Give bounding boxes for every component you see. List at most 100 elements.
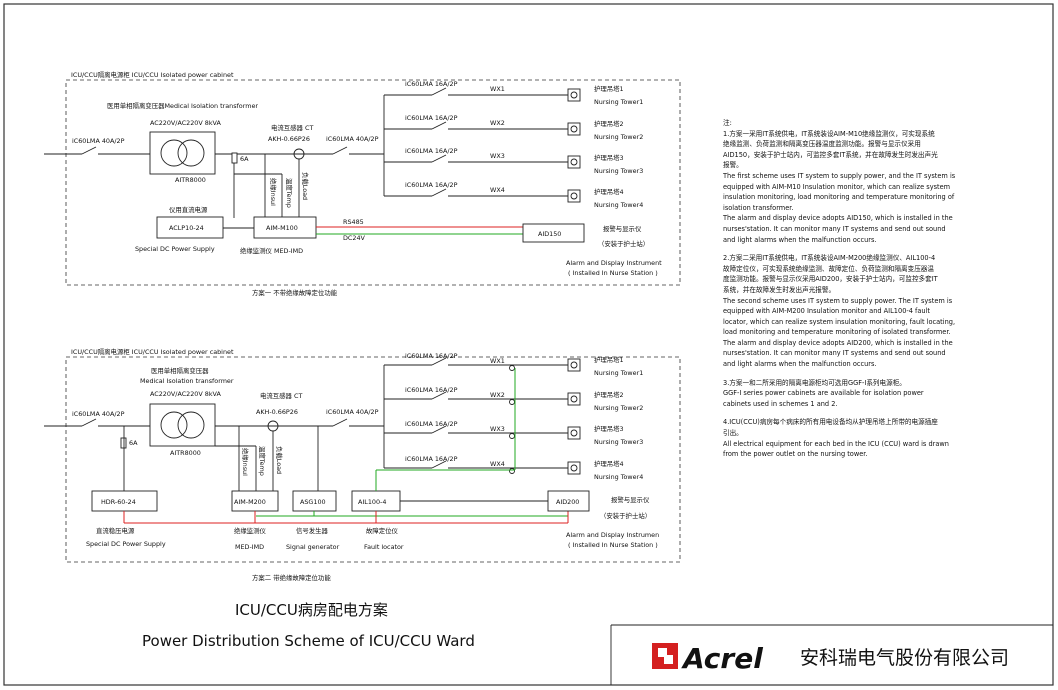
scheme2-fuse <box>120 437 127 449</box>
note-line: 绝缘监测、负荷监测和隔离变压器温度监测功能。报警与显示仪采用 <box>723 140 921 149</box>
note-line: The second scheme uses IT system to supp… <box>723 296 953 305</box>
scheme2-locator-en: Fault locator <box>364 543 404 551</box>
scheme1-feeder: iC60LMA 16A/2P WX2 护理吊塔2 Nursing Tower2 <box>384 114 643 141</box>
svg-text:iC60LMA 16A/2P: iC60LMA 16A/2P <box>405 455 458 463</box>
scheme2-transformer-coil-a <box>160 411 188 439</box>
note-line: 故障定位仪，可实现系统绝缘监测、故障定位、负荷监测和隔离变压器温 <box>723 264 934 273</box>
svg-text:Nursing Tower3: Nursing Tower3 <box>594 167 643 175</box>
note-line: isolation transformer. <box>723 203 794 212</box>
scheme1-ct-model: AKH-0.66P26 <box>268 135 310 143</box>
scheme2-main-breaker-label: iC60LMA 40A/2P <box>72 410 125 418</box>
scheme1-ct-label: 电流互感器 CT <box>271 123 313 132</box>
svg-text:WX1: WX1 <box>490 357 505 365</box>
note-line: insulation monitoring, load monitoring a… <box>723 193 955 202</box>
scheme2-transformer-model: AITR8000 <box>170 449 201 457</box>
scheme1-psu-box <box>156 216 224 239</box>
scheme1-feeder: iC60LMA 16A/2P WX4 护理吊塔4 Nursing Tower4 <box>384 181 643 209</box>
scheme2-psu-title: 直流稳压电源 <box>96 526 135 535</box>
svg-text:iC60LMA 16A/2P: iC60LMA 16A/2P <box>405 80 458 88</box>
scheme2-signal-cn: 信号发生器 <box>296 526 329 535</box>
scheme1-transformer-model: AITR8000 <box>175 176 206 184</box>
svg-text:护理吊塔1: 护理吊塔1 <box>594 355 624 364</box>
svg-text:Nursing Tower4: Nursing Tower4 <box>594 473 643 481</box>
scheme2-transformer-rating: AC220V/AC220V 8kVA <box>150 390 221 398</box>
page-title-cn: ICU/CCU病房配电方案 <box>235 601 388 619</box>
scheme2-alarm-en: Alarm and Display Instrumen <box>566 531 659 539</box>
notes-panel: 注: 1.方案一采用IT系统供电，IT系统装设AIM-M10绝缘监测仪，可实现系… <box>723 118 1023 468</box>
svg-text:WX1: WX1 <box>490 85 505 93</box>
scheme2-psu-model: HDR-60-24 <box>101 498 136 506</box>
drawing-frame <box>3 3 1054 686</box>
scheme1-fuse-label: 6A <box>240 155 249 163</box>
scheme2-transformer-note-en: Medical Isolation transformer <box>140 377 234 385</box>
brand-name: Acrel <box>681 642 763 675</box>
note-line: and light alarms when the malfunction oc… <box>723 235 877 244</box>
scheme1-cabinet-outline <box>65 79 681 286</box>
scheme2-feeder: iC60LMA 16A/2P WX3 护理吊塔3 Nursing Tower3 <box>384 420 643 446</box>
note-line: cabinets used in schemes 1 and 2. <box>723 399 838 408</box>
scheme2-locator-model: AIL100-4 <box>358 498 386 506</box>
note-line: locator, which can realize system insula… <box>723 317 956 326</box>
scheme2-caption: 方案二 带绝缘故障定位功能 <box>252 573 331 582</box>
note-line: load monitoring and temperature monitori… <box>723 328 951 337</box>
note-line: 系统，并在故障发生时发出声光报警。 <box>723 285 836 294</box>
scheme2-alarm-cn: 报警与显示仪 <box>611 495 650 504</box>
scheme2-cabinet-label: ICU/CCU隔离电源柜 ICU/CCU Isolated power cabi… <box>71 347 234 356</box>
scheme-1: ICU/CCU隔离电源柜 ICU/CCU Isolated power cabi… <box>44 70 681 297</box>
svg-text:iC60LMA 16A/2P: iC60LMA 16A/2P <box>405 420 458 428</box>
scheme2-feeder: iC60LMA 16A/2P WX4 护理吊塔4 Nursing Tower4 <box>384 455 643 481</box>
scheme1-alarm-cn: 报警与显示仪 <box>603 224 642 233</box>
scheme2-feeder: iC60LMA 16A/2P WX2 护理吊塔2 Nursing Tower2 <box>384 386 643 412</box>
scheme2-monitor-cn: 绝缘监测仪 <box>234 526 267 535</box>
svg-text:护理吊塔4: 护理吊塔4 <box>594 459 624 468</box>
svg-text:Nursing Tower2: Nursing Tower2 <box>594 133 643 141</box>
scheme2-alarm-model: AID200 <box>556 498 579 506</box>
scheme2-ct-model: AKH-0.66P26 <box>256 408 298 416</box>
note-line: equipped with AIM-M200 Insulation monito… <box>723 307 931 316</box>
svg-text:Nursing Tower3: Nursing Tower3 <box>594 438 643 446</box>
scheme2-monitor-en: MED-IMD <box>235 543 264 551</box>
scheme1-alarm-cn2: （安装于护士站） <box>598 239 649 248</box>
svg-text:WX3: WX3 <box>490 425 505 433</box>
svg-text:护理吊塔2: 护理吊塔2 <box>594 390 624 399</box>
scheme2-out-breaker-label: iC60LMA 40A/2P <box>326 408 379 416</box>
scheme2-feeder: iC60LMA 16A/2P WX1 护理吊塔1 Nursing Tower1 <box>384 352 643 377</box>
acrel-logo-icon <box>652 643 678 669</box>
svg-text:护理吊塔1: 护理吊塔1 <box>594 84 624 93</box>
svg-text:iC60LMA 16A/2P: iC60LMA 16A/2P <box>405 147 458 155</box>
scheme2-transformer-box <box>149 403 216 447</box>
note-line: 报警。 <box>723 161 743 170</box>
svg-text:Nursing Tower2: Nursing Tower2 <box>594 404 643 412</box>
scheme2-out-breaker <box>332 418 348 427</box>
svg-text:iC60LMA 16A/2P: iC60LMA 16A/2P <box>405 181 458 189</box>
scheme1-psu-model: ACLP10-24 <box>169 224 204 232</box>
company-name: 安科瑞电气股份有限公司 <box>800 647 1009 669</box>
note-line: and light alarms when the malfunction oc… <box>723 360 877 369</box>
scheme2-sensor-insul: 绝缘Insul <box>241 448 250 476</box>
scheme1-fuse <box>231 152 238 164</box>
svg-text:护理吊塔3: 护理吊塔3 <box>594 424 624 433</box>
scheme1-sensor-load: 负载Load <box>301 172 310 200</box>
scheme2-locator-cn: 故障定位仪 <box>366 526 399 535</box>
scheme1-psu-title: 仪用直流电源 <box>169 205 208 214</box>
svg-text:Nursing Tower4: Nursing Tower4 <box>594 201 643 209</box>
scheme2-signal-model: ASG100 <box>300 498 326 506</box>
scheme1-transformer-box <box>149 131 216 175</box>
scheme2-monitor-model: AIM-M200 <box>234 498 266 506</box>
scheme2-sensor-load: 负载Load <box>275 446 284 474</box>
svg-text:iC60LMA 16A/2P: iC60LMA 16A/2P <box>405 114 458 122</box>
scheme1-main-breaker-label: iC60LMA 40A/2P <box>72 137 125 145</box>
scheme2-alarm-en2: ( Installed In Nurse Station ) <box>568 541 658 549</box>
scheme1-feeder: iC60LMA 16A/2P WX3 护理吊塔3 Nursing Tower3 <box>384 147 643 175</box>
svg-text:iC60LMA 16A/2P: iC60LMA 16A/2P <box>405 352 458 360</box>
scheme1-out-breaker <box>332 146 348 155</box>
scheme1-alarm-en2: ( Installed In Nurse Station ) <box>568 269 658 277</box>
scheme1-dc24v-label: DC24V <box>343 234 366 242</box>
note-line: equipped with AIM-M10 Insulation monitor… <box>723 182 951 191</box>
note-line: GGF-I series power cabinets are availabl… <box>723 389 924 398</box>
scheme1-caption: 方案一 不带绝缘故障定位功能 <box>252 288 338 297</box>
svg-text:Nursing Tower1: Nursing Tower1 <box>594 98 643 106</box>
svg-text:WX3: WX3 <box>490 152 505 160</box>
note-line: All electrical equipment for each bed in… <box>723 439 949 448</box>
note-line: The alarm and display device adopts AID2… <box>723 338 953 347</box>
